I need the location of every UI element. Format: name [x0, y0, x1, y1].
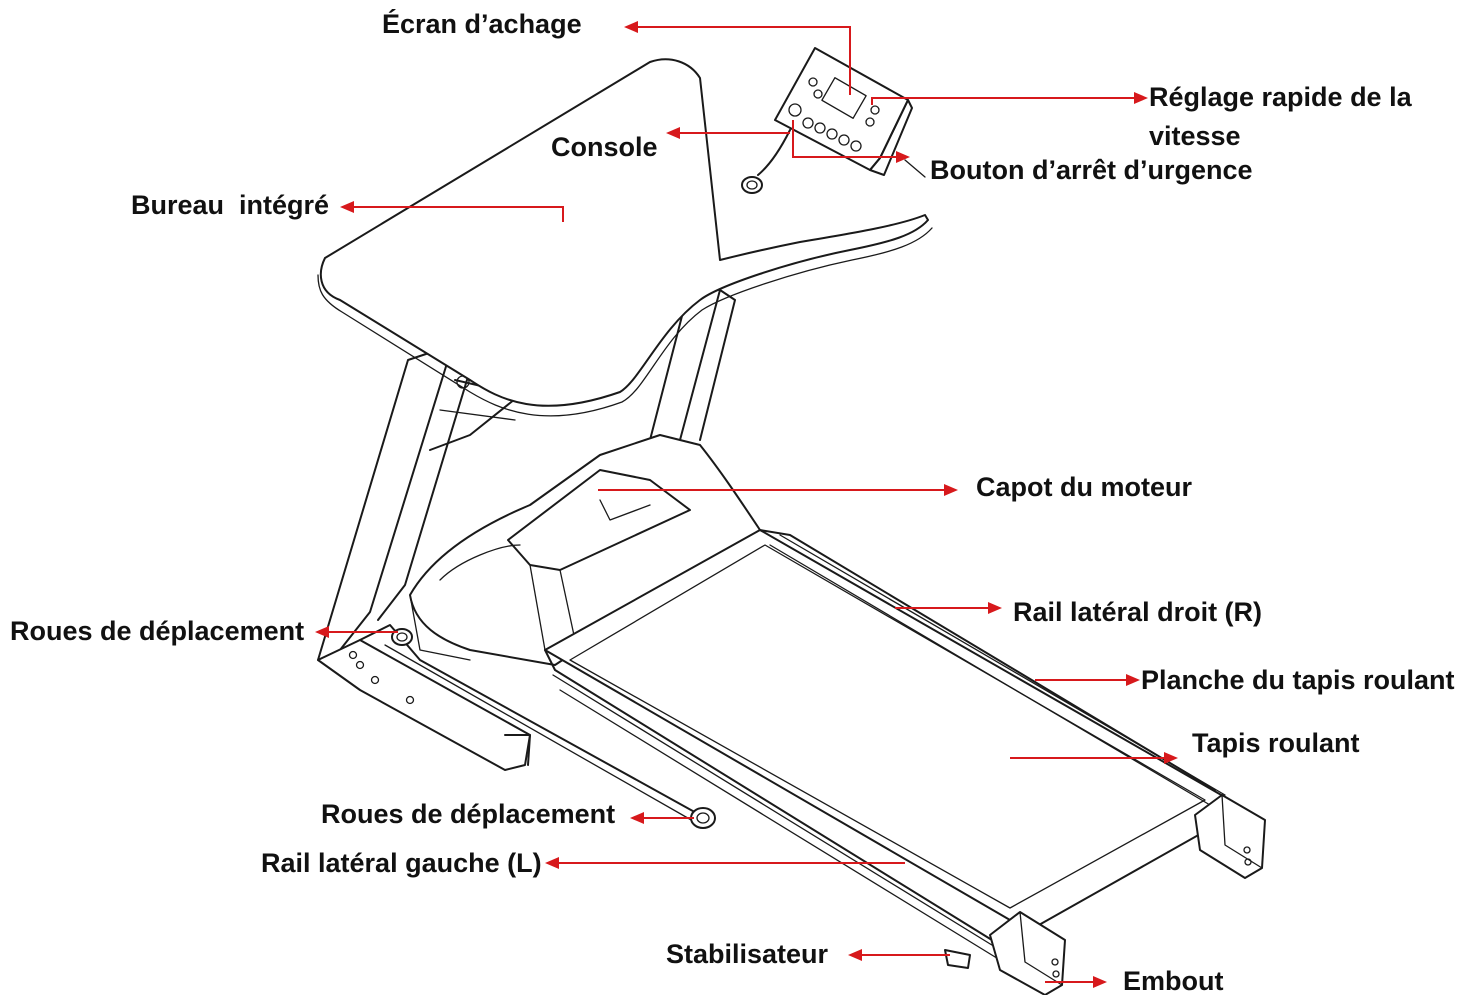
- label-integrated-desk: Bureau intégré: [131, 190, 329, 220]
- base-frame: [317, 639, 531, 771]
- label-running-belt: Tapis roulant: [1192, 728, 1360, 758]
- label-motor-cover: Capot du moteur: [976, 472, 1192, 502]
- end-caps: [989, 794, 1266, 995]
- label-speed-quick-line2: vitesse: [1149, 121, 1241, 151]
- running-deck: [359, 529, 1231, 961]
- console-unit: [741, 47, 913, 194]
- label-left-side-rail: Rail latéral gauche (L): [261, 848, 542, 878]
- callout-labels: Écran d’achage Réglage rapide de la vite…: [10, 8, 1455, 995]
- label-emergency-stop: Bouton d’arrêt d’urgence: [930, 155, 1253, 185]
- label-end-cap: Embout: [1123, 966, 1224, 995]
- stabilizer-foot: [944, 949, 971, 969]
- label-stabilizer: Stabilisateur: [666, 939, 829, 969]
- label-speed-quick-line1: Réglage rapide de la: [1149, 82, 1413, 112]
- label-treadmill-deck: Planche du tapis roulant: [1141, 665, 1455, 695]
- motor-hood: [409, 434, 761, 666]
- leader-lines: [315, 21, 1178, 988]
- label-transport-wheels-left: Roues de déplacement: [10, 616, 304, 646]
- label-console: Console: [551, 132, 658, 162]
- treadmill-drawing: [317, 47, 1266, 995]
- desk-surface: [317, 58, 933, 417]
- label-right-side-rail: Rail latéral droit (R): [1013, 597, 1262, 627]
- label-transport-wheels-bottom: Roues de déplacement: [321, 799, 615, 829]
- label-display-screen: Écran d’achage: [382, 8, 582, 39]
